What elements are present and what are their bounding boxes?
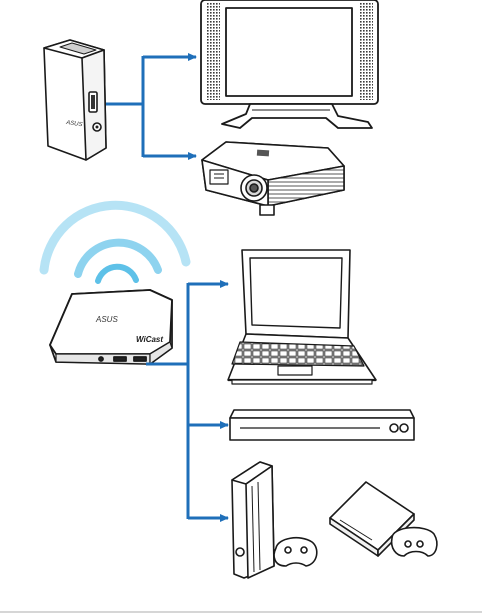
projector-icon xyxy=(202,142,344,215)
xbox-console-icon xyxy=(232,462,274,578)
transmitter-port-2 xyxy=(114,357,126,361)
playstation-controller-icon xyxy=(392,528,437,556)
transmitter-port-1 xyxy=(99,357,103,361)
transmitter-port-3 xyxy=(134,357,146,361)
wireless-signal-icon xyxy=(44,205,186,281)
output-connection-arrows xyxy=(106,56,196,157)
media-player-icon xyxy=(230,410,414,440)
laptop-icon xyxy=(228,250,376,384)
xbox-controller-icon xyxy=(274,538,317,566)
transmitter-brand-logo: ASUS xyxy=(95,315,118,324)
tv-icon xyxy=(201,0,378,128)
transmitter-model-label: WiCast xyxy=(136,335,163,344)
wicast-receiver: ASUS xyxy=(44,40,106,160)
wicast-transmitter: ASUS WiCast xyxy=(50,290,172,364)
